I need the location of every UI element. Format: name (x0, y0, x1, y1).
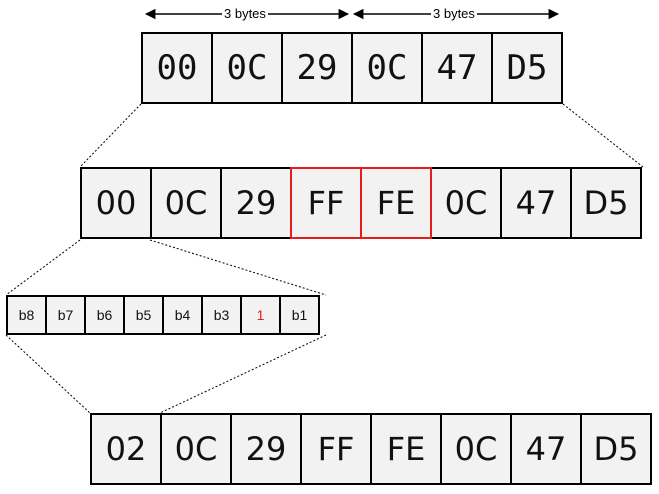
zoom-line-1-left (79, 103, 142, 168)
result-byte: 02 (90, 413, 162, 485)
bit-cell: b1 (279, 295, 320, 335)
zoom-line-2-left (5, 239, 81, 296)
zoom-line-1-right (562, 103, 644, 168)
mac-byte: 29 (281, 32, 353, 104)
result-byte: FF (300, 413, 372, 485)
mac-byte: 0C (351, 32, 423, 104)
result-byte: D5 (580, 413, 652, 485)
bit-cell: b8 (6, 295, 47, 335)
bit-cell: b5 (123, 295, 164, 335)
result-byte: FE (370, 413, 442, 485)
zoom-line-2-right (149, 239, 327, 296)
result-byte: 0C (160, 413, 232, 485)
bit-cell: b4 (162, 295, 203, 335)
zoom-line-3-right (159, 334, 327, 414)
zoom-line-3-left (5, 334, 91, 414)
eui64-byte: 0C (150, 167, 222, 239)
inserted-byte: FE (360, 167, 432, 239)
eui64-byte: 29 (220, 167, 292, 239)
eui64-byte: 47 (500, 167, 572, 239)
mac-byte: D5 (491, 32, 563, 104)
right-span-label: 3 bytes (431, 6, 477, 21)
left-span-label: 3 bytes (222, 6, 268, 21)
inserted-byte: FF (290, 167, 362, 239)
mac-byte: 47 (421, 32, 493, 104)
eui64-byte: D5 (570, 167, 642, 239)
result-byte: 29 (230, 413, 302, 485)
mac-byte: 0C (211, 32, 283, 104)
flipped-bit: 1 (240, 295, 281, 335)
bit-cell: b6 (84, 295, 125, 335)
result-byte: 47 (510, 413, 582, 485)
eui64-byte: 0C (430, 167, 502, 239)
eui64-byte: 00 (80, 167, 152, 239)
result-byte: 0C (440, 413, 512, 485)
mac-byte: 00 (141, 32, 213, 104)
bit-cell: b7 (45, 295, 86, 335)
bit-cell: b3 (201, 295, 242, 335)
